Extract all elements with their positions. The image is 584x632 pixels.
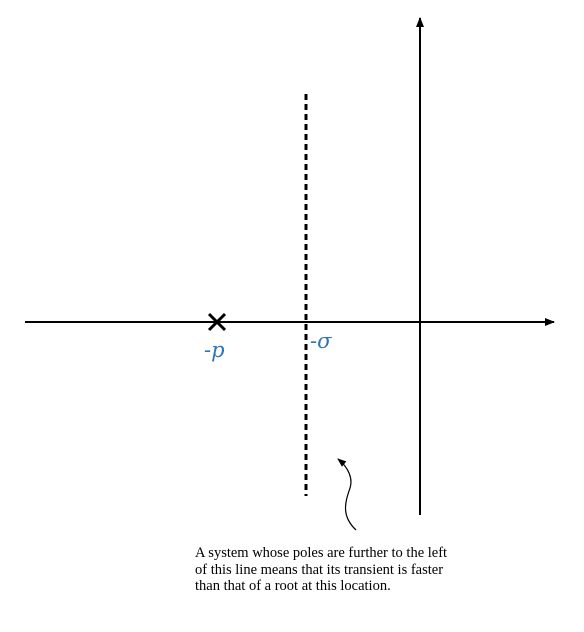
annotation-line: than that of a root at this location. (195, 578, 391, 594)
annotation-line: A system whose poles are further to the … (195, 545, 448, 561)
x-mark-icon (207, 312, 227, 332)
pole-label: -p (204, 338, 225, 362)
sigma-label: -σ (310, 329, 332, 353)
annotation-text: A system whose poles are further to the … (195, 545, 505, 595)
annotation-line: of this line means that its transient is… (195, 561, 444, 578)
curved-arrow-icon (337, 458, 357, 531)
